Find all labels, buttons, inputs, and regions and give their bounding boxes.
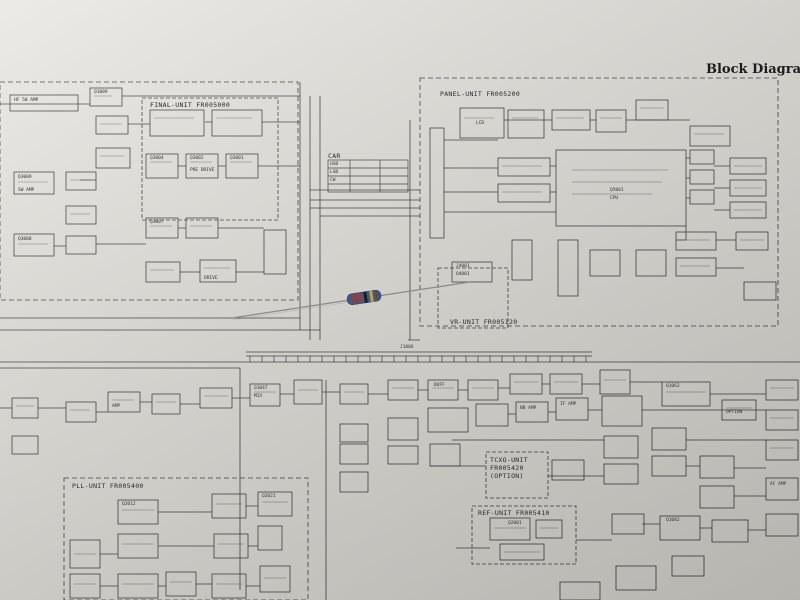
car-cw: CW <box>330 178 336 183</box>
resistor-component <box>231 281 471 321</box>
q2001-label: Q2001 <box>508 521 522 526</box>
q3007-label: Q3007 <box>150 220 164 225</box>
q1047-label: Q1047 <box>254 386 268 391</box>
if-amp-label: IF AMP <box>560 402 577 407</box>
cpu-label: CPU <box>610 196 619 201</box>
q5001-label: Q5001 <box>610 188 624 193</box>
q3009-label: Q3009 <box>18 175 32 180</box>
ref-unit-label: REF-UNIT FR005410 <box>478 509 550 517</box>
af-amp-label: AF AMP <box>770 482 787 487</box>
car-label: CAR <box>328 152 341 160</box>
tcxo-unit-label: TCXO-UNIT FR005420 (OPTION) <box>490 456 528 480</box>
vr-unit-label: VR-UNIT FR005120 <box>450 318 518 326</box>
sw-amp-label: SW AMP <box>18 188 35 193</box>
amp-label: AMP <box>112 404 121 409</box>
page-title: Block Diagram <box>706 62 800 77</box>
mix-label: MIX <box>254 394 263 399</box>
j1006-label: J1006 <box>400 345 414 350</box>
panel-unit-label: PANEL-UNIT FR005200 <box>440 90 521 98</box>
drive-label: DRIVE <box>204 276 218 281</box>
q3008-label: Q3008 <box>18 237 32 242</box>
option-label: OPTION <box>726 410 743 415</box>
q4001-label: Q4001 <box>456 272 470 277</box>
nb-amp-label: NB AMP <box>520 406 537 411</box>
q3002-label: Q3002 <box>190 156 204 161</box>
q3001-label: Q3001 <box>230 156 244 161</box>
buff-label: BUFF <box>434 383 445 388</box>
q2012-label: Q2012 <box>122 502 136 507</box>
pll-unit-label: PLL-UNIT FR005400 <box>72 482 144 490</box>
q3004-label: Q3004 <box>150 156 164 161</box>
q1063-label: Q1063 <box>666 384 680 389</box>
car-lsb: LSB <box>330 170 339 175</box>
q1082-label: Q1082 <box>666 518 680 523</box>
j4001-label: J4001 <box>456 264 470 269</box>
q1009-label: Q1009 <box>94 90 108 95</box>
hf-amp-label: HF 50 AMP <box>14 98 39 103</box>
q2021-label: Q2021 <box>262 494 276 499</box>
car-usb: USB <box>330 162 339 167</box>
final-unit-label: FINAL-UNIT FR005000 <box>150 101 231 109</box>
pre-drive-label: PRE DRIVE <box>190 168 215 173</box>
lcd-label: LCD <box>476 121 485 126</box>
